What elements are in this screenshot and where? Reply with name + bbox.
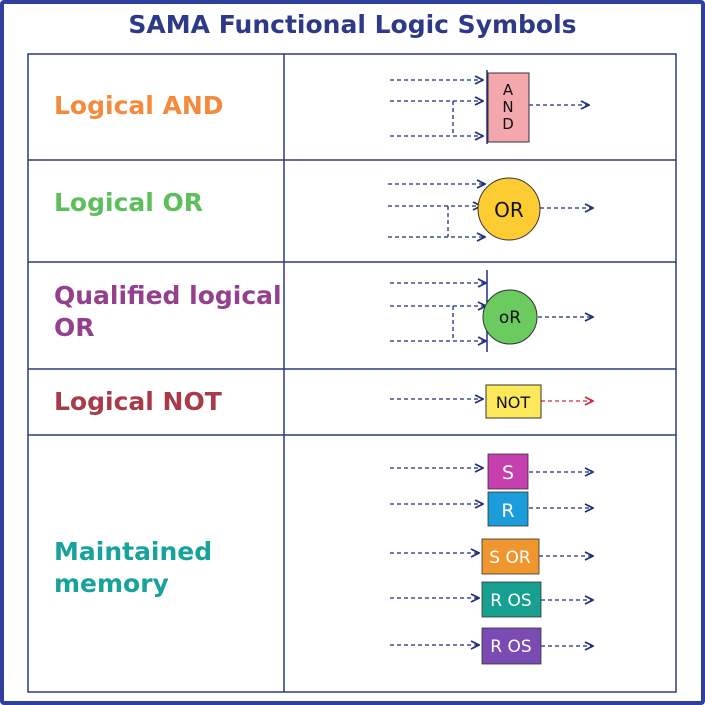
or-symbol [388,184,592,237]
memory-box-r-os-1 [481,581,542,618]
table-grid [27,53,677,693]
qualified-or-gate-text: oR [499,308,521,328]
memory-box-s-or [481,538,540,575]
memory-text-r-os-2: R OS [490,637,531,657]
page-title: SAMA Functional Logic Symbols [128,10,577,39]
not-gate-box [485,384,542,419]
memory-box-r [487,491,529,527]
and-gate-box [487,72,530,143]
memory-text-s: S [502,462,514,484]
memory-box-s [487,453,529,490]
qualified-or-gate-circle [482,289,538,345]
memory-text-s-or: S OR [489,548,531,568]
not-gate-text: NOT [496,393,531,412]
memory-box-r-os-2 [481,627,542,665]
and-letter-d: D [502,115,514,133]
or-gate-circle [477,177,541,241]
and-letter-n: N [502,98,513,116]
and-symbol [390,80,588,136]
and-letter-a: A [503,81,514,99]
memory-arrows [390,468,592,646]
or-gate-text: OR [494,198,524,222]
memory-text-r: R [501,500,514,522]
label-maintained-memory: Maintained memory [54,537,213,598]
label-logical-not: Logical NOT [54,387,222,416]
memory-text-r-os-1: R OS [490,591,531,611]
label-logical-and: Logical AND [54,91,224,120]
label-logical-or: Logical OR [54,188,204,217]
not-symbol [390,399,592,401]
label-qualified-logical-or: Qualified logical OR [54,281,282,342]
qualified-or-symbol [390,283,592,341]
